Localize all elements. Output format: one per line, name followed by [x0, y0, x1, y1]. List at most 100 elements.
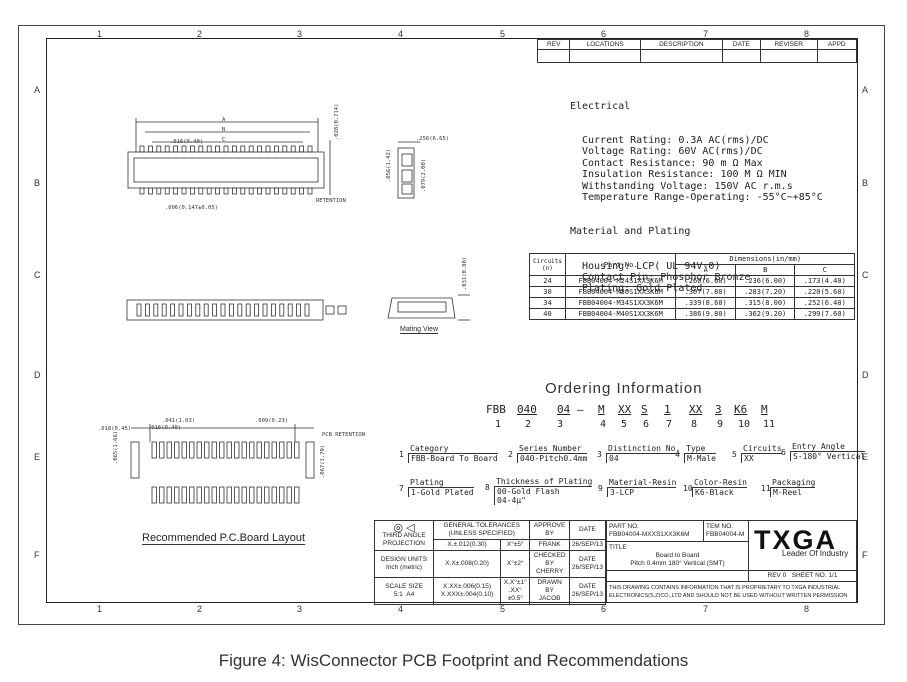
ordering-code-segment: 04 — [557, 403, 571, 416]
zone-column-label: 4 — [398, 604, 404, 614]
connector-pin — [195, 303, 201, 317]
projection-cell: ◎ ◁ THIRD ANGLE PROJECTION — [374, 520, 434, 551]
option-heading: Category — [408, 444, 498, 454]
option-value: S-180° Vertical — [790, 452, 865, 461]
option-value: 040-Pitch0.4mm — [517, 454, 587, 463]
zone-row-label: E — [34, 452, 41, 462]
electrical-line: Voltage Rating: 60V AC(rms)/DC — [582, 146, 763, 158]
pcb-pad — [181, 441, 187, 459]
connector-pin — [139, 145, 145, 153]
option-number: 8 — [485, 483, 490, 492]
connector-pin — [248, 145, 254, 153]
connector-pin — [228, 303, 234, 317]
option-heading: Distinction No. — [606, 444, 681, 454]
zone-column-label: 4 — [398, 29, 404, 39]
dim-text: .031(0.80) — [462, 256, 468, 290]
connector-pin — [299, 145, 305, 153]
connector-pin — [240, 145, 246, 153]
logo-tagline: Leader Of Industry — [782, 549, 849, 558]
pcb-layout-drawing — [130, 424, 315, 504]
date-value: 26/SEP/13 — [568, 539, 607, 551]
figure-caption: Figure 4: WisConnector PCB Footprint and… — [218, 651, 689, 670]
pcb-pad — [189, 441, 195, 459]
ordering-title: Ordering Information — [545, 380, 703, 397]
electrical-line: Contact Resistance: 90 m Ω Max — [582, 157, 763, 169]
pcb-pad — [249, 441, 255, 459]
connector-pin — [212, 303, 218, 317]
connector-pin — [223, 145, 229, 153]
pcb-pad — [264, 441, 270, 459]
connector-pin — [231, 145, 237, 153]
dim-text: .056(1.42) — [386, 148, 392, 182]
option-number: 1 — [399, 450, 404, 459]
option-value: 00-Gold Flash — [494, 487, 592, 496]
pcb-pad — [241, 441, 247, 459]
zone-row-label: A — [862, 85, 869, 95]
option-value: 04-4μ" — [494, 496, 592, 505]
zone-row-label: D — [862, 370, 869, 380]
zone-column-label: 2 — [197, 604, 203, 614]
pcb-pad — [286, 441, 292, 459]
connector-pin — [198, 187, 204, 195]
connector-pin — [257, 187, 263, 195]
connector-pin — [290, 145, 296, 153]
pcb-pad — [204, 486, 210, 504]
connector-pin — [206, 187, 212, 195]
pcb-pad — [286, 486, 292, 504]
ordering-code-segment: — — [577, 403, 584, 416]
pcb-pad — [256, 441, 262, 459]
ordering-code-segment: XX — [618, 403, 632, 416]
pcb-pad — [219, 441, 225, 459]
pcb-pad — [181, 486, 187, 504]
connector-pin — [240, 187, 246, 195]
dim-label-c: C — [222, 137, 226, 143]
option-heading: Series Number — [517, 444, 588, 454]
option-number: 5 — [732, 450, 737, 459]
txga-logo: TXGA — [754, 525, 838, 555]
title-cell: TITLE Board to Board Pitch 0.4mm 180° Ve… — [606, 540, 749, 571]
connector-pin — [139, 187, 145, 195]
ordering-number: 2 — [525, 419, 532, 430]
dim-text: .028(0.714) — [334, 103, 340, 140]
ordering-number: 7 — [666, 419, 673, 430]
ordering-number: 3 — [557, 419, 564, 430]
dim-text: .018(0.45) — [98, 426, 132, 432]
zone-column-label: 1 — [97, 29, 103, 39]
connector-pin — [189, 145, 195, 153]
connector-pin — [282, 187, 288, 195]
connector-pin — [164, 145, 170, 153]
approve-name: FRANK — [529, 539, 570, 551]
ordering-number: 1 — [495, 419, 502, 430]
pcb-pad — [174, 441, 180, 459]
option-value: XX — [741, 454, 782, 463]
ordering-number: 5 — [621, 419, 628, 430]
electrical-line: Withstanding Voltage: 150V AC r.m.s — [582, 180, 793, 192]
ordering-code-segment: 3 — [715, 403, 722, 416]
option-value: M-Male — [684, 454, 716, 463]
option-heading: Type — [684, 444, 716, 454]
ordering-number: 4 — [600, 419, 607, 430]
zone-row-label: F — [862, 550, 868, 560]
connector-pin — [170, 303, 176, 317]
dim-label-b: B — [222, 127, 226, 133]
zone-row-label: A — [34, 85, 41, 95]
connector-pin — [265, 187, 271, 195]
option-heading: Entry Angle — [790, 442, 866, 452]
zone-column-label: 1 — [97, 604, 103, 614]
dimension-cell: .299(7.60) — [794, 308, 855, 320]
retention-label: RETENTION — [316, 198, 346, 204]
approve-by-label: APPROVE BY — [529, 520, 570, 540]
connector-pin — [181, 187, 187, 195]
connector-pin — [203, 303, 209, 317]
connector-pin — [254, 303, 260, 317]
connector-pin — [273, 187, 279, 195]
pcb-pad — [241, 486, 247, 504]
